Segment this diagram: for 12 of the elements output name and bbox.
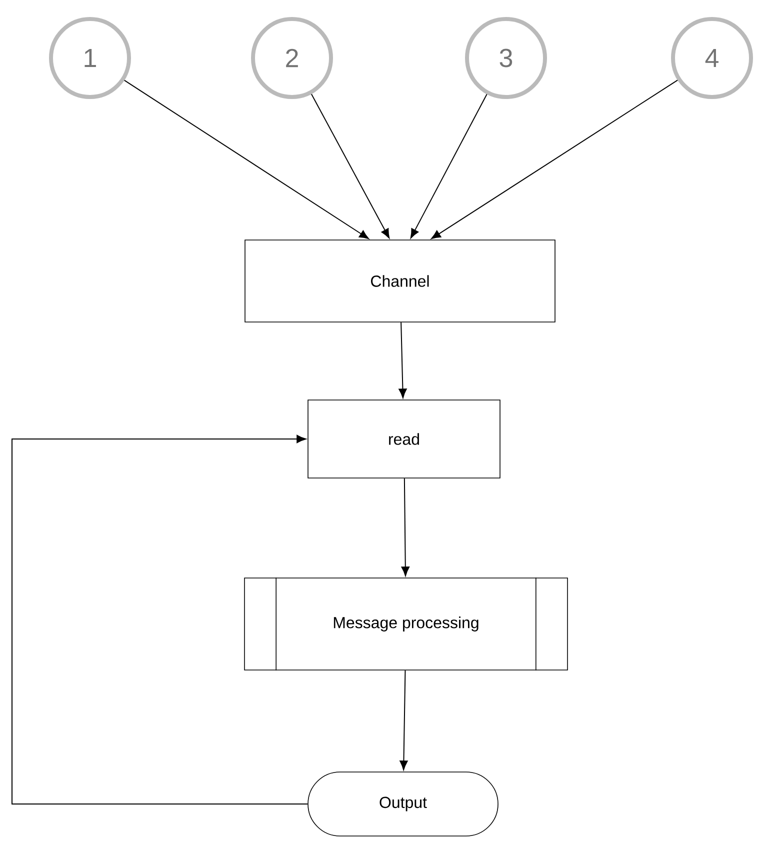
arrow	[431, 80, 678, 240]
arrow	[12, 434, 308, 804]
arrow	[410, 94, 488, 238]
arrow	[398, 322, 407, 398]
process-box: Channel	[244, 240, 556, 322]
arrow	[124, 80, 369, 240]
arrow	[400, 670, 408, 770]
predefined-process-box: Message processing	[244, 577, 568, 671]
process-box: read	[308, 400, 500, 478]
arrow	[401, 478, 410, 576]
arrow	[310, 94, 390, 238]
terminal-box: Output	[308, 772, 498, 836]
